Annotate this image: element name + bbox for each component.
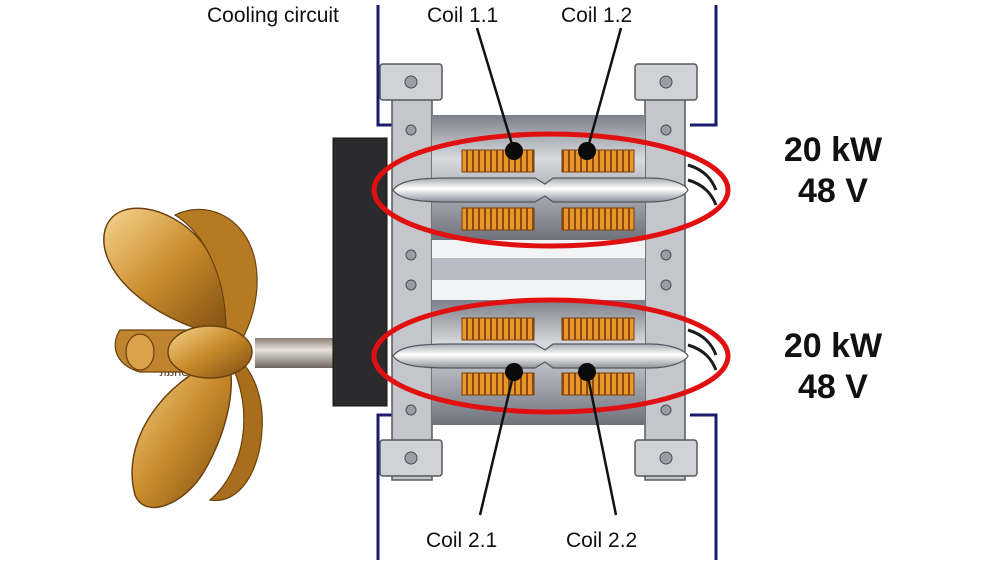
rotor-lower: [392, 343, 689, 369]
coil-2-2-upper: [561, 317, 635, 341]
lower-motor-unit: [371, 297, 731, 415]
propeller: [103, 207, 263, 509]
coil-1-2-upper: [561, 149, 635, 173]
coil-leader-lines: [475, 27, 623, 516]
cooling-circuit-label: Cooling circuit: [207, 4, 339, 27]
upper-unit-spec: 20 kW 48 V: [763, 130, 903, 212]
coil-marker-dots: [505, 142, 596, 381]
motor-frame: [379, 63, 718, 481]
rotor-upper: [392, 177, 689, 203]
cooling-circuit-lines: [376, 5, 718, 560]
upper-unit-voltage: 48 V: [798, 172, 868, 210]
coil-2-2-label: Coil 2.2: [566, 529, 638, 552]
highlight-ring-upper: [371, 131, 731, 249]
coil-1-2-lower: [561, 207, 635, 231]
upper-unit-power: 20 kW: [783, 131, 883, 169]
coil-2-2-lower: [561, 372, 635, 396]
coil-1-1-label: Coil 1.1: [427, 4, 499, 27]
shaft: [255, 338, 347, 368]
lower-unit-spec: 20 kW 48 V: [763, 326, 903, 408]
coil-1-1-upper: [461, 149, 535, 173]
coil-1-1-lower: [461, 207, 535, 231]
lower-unit-power: 20 kW: [783, 327, 883, 365]
coil-2-1-label: Coil 2.1: [426, 529, 498, 552]
coil-2-1-lower: [461, 372, 535, 396]
upper-motor-unit: [371, 131, 731, 249]
coil-2-1-upper: [461, 317, 535, 341]
coil-1-2-label: Coil 1.2: [561, 4, 633, 27]
highlight-ring-lower: [371, 297, 731, 415]
lower-unit-voltage: 48 V: [798, 368, 868, 406]
